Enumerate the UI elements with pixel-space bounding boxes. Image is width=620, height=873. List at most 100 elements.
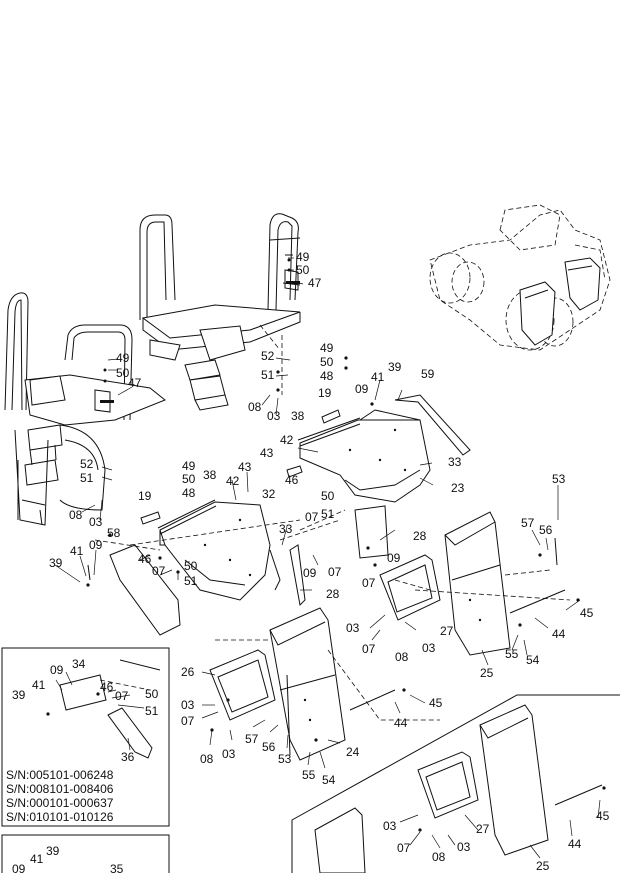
callout-03: 03 (89, 515, 103, 529)
callout-03: 03 (222, 747, 236, 761)
callout-41: 41 (371, 370, 385, 384)
callout-27: 27 (440, 624, 454, 638)
callout-50: 50 (296, 263, 310, 277)
callout-39: 39 (388, 360, 402, 374)
callout-25: 25 (536, 859, 550, 873)
callout-19: 19 (318, 386, 332, 400)
callout-49: 49 (182, 459, 196, 473)
callout-07: 07 (397, 841, 411, 855)
callout-54: 54 (322, 773, 336, 787)
callout-44: 44 (394, 716, 408, 730)
callout-28: 28 (326, 587, 340, 601)
callout-42: 42 (280, 433, 294, 447)
serial-number-ranges: S/N:005101-006248 S/N:008101-008406 S/N:… (6, 768, 114, 824)
callout-43: 43 (238, 460, 252, 474)
callout-46: 46 (285, 473, 299, 487)
callout-45: 45 (429, 696, 443, 710)
callout-33: 33 (448, 455, 462, 469)
callout-39: 39 (49, 556, 63, 570)
leader-lines (54, 257, 601, 859)
callout-56: 56 (262, 740, 276, 754)
callout-26: 26 (181, 665, 195, 679)
callout-03: 03 (181, 698, 195, 712)
callout-33: 33 (279, 522, 293, 536)
callout-08: 08 (248, 400, 262, 414)
callout-28: 28 (413, 529, 427, 543)
callout-03: 03 (457, 840, 471, 854)
callout-46: 46 (138, 552, 152, 566)
callout-08: 08 (69, 508, 83, 522)
handrail-assembly-right (139, 213, 301, 411)
callout-44: 44 (552, 627, 566, 641)
callout-50: 50 (320, 355, 334, 369)
callout-45: 45 (580, 606, 594, 620)
callout-47: 47 (128, 376, 142, 390)
callout-44: 44 (568, 837, 582, 851)
callout-51: 51 (261, 368, 275, 382)
callout-41: 41 (30, 852, 44, 866)
callout-39: 39 (46, 844, 60, 858)
callout-07: 07 (328, 565, 342, 579)
sn-range: S/N:000101-000637 (6, 796, 114, 810)
mudflap-24 (209, 607, 396, 761)
callout-08: 08 (395, 650, 409, 664)
callout-08: 08 (432, 850, 446, 864)
callout-59: 59 (421, 367, 435, 381)
callout-45: 45 (596, 809, 610, 823)
inset-box-3 (291, 694, 620, 873)
fender-left-upper (87, 499, 281, 636)
callout-51: 51 (80, 471, 94, 485)
callout-49: 49 (320, 341, 334, 355)
callout-48: 48 (182, 486, 196, 500)
callout-03: 03 (346, 621, 360, 635)
callout-49: 49 (296, 250, 310, 264)
inset-box-2 (1, 834, 170, 873)
callout-53: 53 (278, 752, 292, 766)
callout-35: 35 (110, 862, 124, 873)
sn-range: S/N:005101-006248 (6, 768, 114, 782)
assembly-lines (94, 509, 571, 721)
sn-range: S/N:008101-008406 (6, 782, 114, 796)
callout-51: 51 (145, 704, 159, 718)
callout-58: 58 (107, 526, 121, 540)
fender-right-upper (286, 394, 471, 503)
callout-41: 41 (70, 544, 84, 558)
handrail-assembly-left (4, 292, 166, 526)
callout-50: 50 (145, 687, 159, 701)
callout-09: 09 (303, 566, 317, 580)
callout-07: 07 (362, 576, 376, 590)
callout-38: 38 (291, 409, 305, 423)
callout-03: 03 (383, 819, 397, 833)
callout-19: 19 (138, 489, 152, 503)
sn-range: S/N:010101-010126 (6, 810, 114, 824)
callout-52: 52 (80, 457, 94, 471)
callout-43: 43 (260, 446, 274, 460)
callout-07: 07 (362, 642, 376, 656)
callout-55: 55 (505, 647, 519, 661)
callout-50: 50 (116, 366, 130, 380)
mudflap-25 (379, 511, 566, 656)
callout-07: 07 (181, 714, 195, 728)
callout-25: 25 (480, 666, 494, 680)
callout-41: 41 (32, 678, 46, 692)
callout-09: 09 (355, 382, 369, 396)
callout-09: 09 (50, 663, 64, 677)
callout-53: 53 (552, 472, 566, 486)
callout-07: 07 (152, 564, 166, 578)
callout-32: 32 (262, 487, 276, 501)
callout-09: 09 (12, 862, 26, 873)
callout-08: 08 (200, 752, 214, 766)
callout-50: 50 (184, 559, 198, 573)
callout-36: 36 (121, 750, 135, 764)
callout-57: 57 (245, 732, 259, 746)
callout-57: 57 (521, 516, 535, 530)
loader-thumbnail (429, 204, 611, 351)
callout-labels: 49 50 47 49 50 47 52 51 08 03 49 50 48 1… (12, 250, 610, 873)
callout-55: 55 (302, 768, 316, 782)
callout-48: 48 (320, 369, 334, 383)
callout-56: 56 (539, 523, 553, 537)
callout-47: 47 (308, 276, 322, 290)
callout-49: 49 (116, 351, 130, 365)
callout-50: 50 (321, 489, 335, 503)
